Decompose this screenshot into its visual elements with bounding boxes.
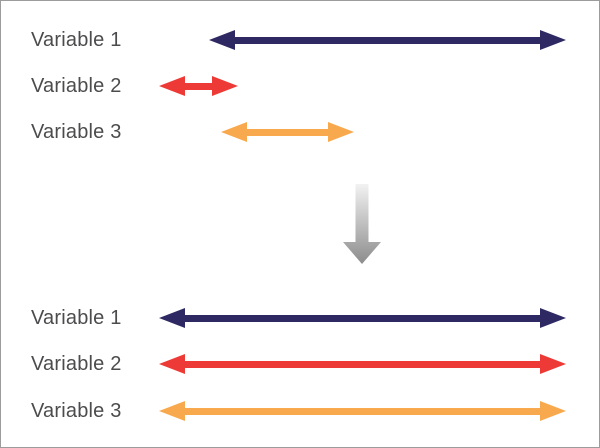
arrowhead-right-icon xyxy=(212,76,238,96)
arrowhead-right-icon xyxy=(540,354,566,374)
before-variable-3-range-arrow xyxy=(221,122,354,142)
before-variable-2-range-arrow xyxy=(159,76,238,96)
arrowhead-left-icon xyxy=(159,401,185,421)
after-variable-1-label: Variable 1 xyxy=(31,307,122,329)
down-arrow-icon xyxy=(343,184,381,269)
arrow-shaft xyxy=(243,128,332,136)
after-variable-2-range-arrow xyxy=(159,354,566,374)
after-variable-2-label: Variable 2 xyxy=(31,353,122,375)
before-variable-3-label: Variable 3 xyxy=(31,121,122,143)
arrowhead-left-icon xyxy=(159,354,185,374)
before-variable-1-range-arrow xyxy=(209,30,566,50)
arrowhead-right-icon xyxy=(540,308,566,328)
after-variable-3-range-arrow xyxy=(159,401,566,421)
arrowhead-left-icon xyxy=(209,30,235,50)
arrow-shaft xyxy=(181,360,544,368)
arrowhead-left-icon xyxy=(221,122,247,142)
arrow-shaft xyxy=(181,82,216,90)
before-variable-1-label: Variable 1 xyxy=(31,29,122,51)
arrow-shaft xyxy=(181,407,544,415)
arrowhead-right-icon xyxy=(540,401,566,421)
before-variable-2-label: Variable 2 xyxy=(31,75,122,97)
arrowhead-left-icon xyxy=(159,308,185,328)
arrowhead-right-icon xyxy=(328,122,354,142)
after-variable-3-label: Variable 3 xyxy=(31,400,122,422)
after-variable-1-range-arrow xyxy=(159,308,566,328)
arrowhead-left-icon xyxy=(159,76,185,96)
arrowhead-right-icon xyxy=(540,30,566,50)
arrow-shaft xyxy=(181,314,544,322)
arrow-shaft xyxy=(231,36,544,44)
